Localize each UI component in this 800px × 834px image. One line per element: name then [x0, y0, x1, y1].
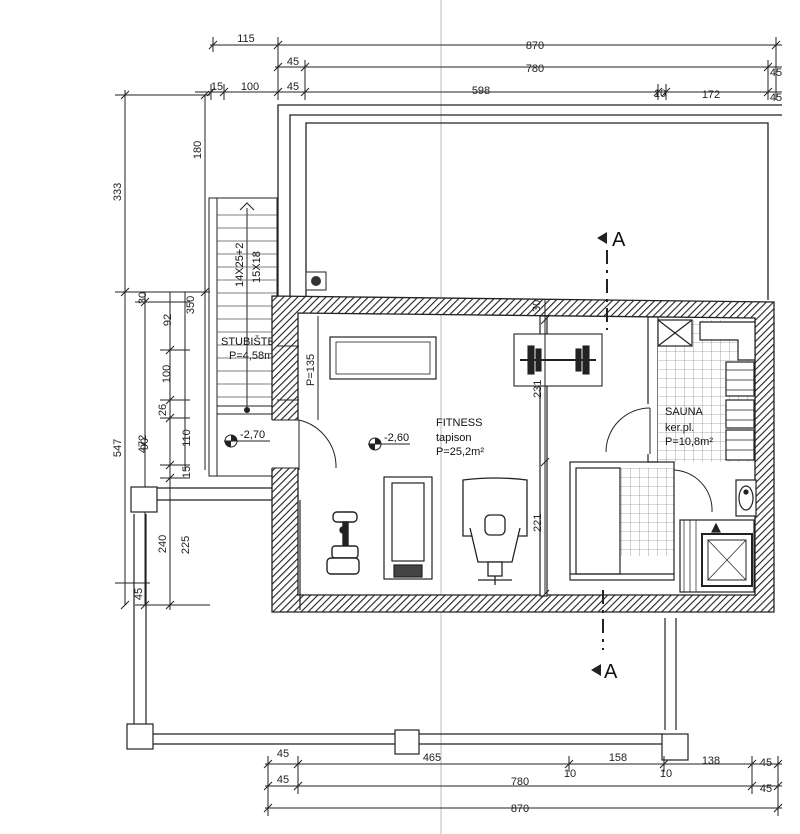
dim-left-350: 350: [185, 296, 197, 314]
dim-top-780: 780: [526, 63, 544, 75]
stair-steps-2: 15X18: [251, 251, 263, 283]
dim-inner-221: 221: [532, 514, 544, 532]
dim-left-90: 90: [139, 438, 151, 450]
basement-walls: [271, 295, 775, 613]
stair-steps-1: 14X25+2: [234, 243, 246, 287]
left-dimension-lines: [115, 90, 210, 610]
stair-level-marker: [224, 434, 270, 448]
fitness-room-name: FITNESS: [436, 417, 482, 429]
dim-top-45d: 45: [770, 92, 782, 104]
dim-top-172: 172: [702, 89, 720, 101]
inner-dimension-lines: [317, 300, 550, 599]
dim-bottom-10b: 10: [660, 768, 672, 780]
stair-level: -2,70: [240, 429, 265, 441]
doors: [298, 407, 713, 513]
stair-landing: [277, 345, 299, 401]
dim-bottom-870: 870: [511, 803, 529, 815]
dim-left-180: 180: [192, 141, 204, 159]
dim-left-240: 240: [157, 535, 169, 553]
dim-left-100: 100: [161, 365, 173, 383]
dim-inner-30: 30: [531, 300, 543, 312]
bottom-dimension-lines: [263, 756, 783, 816]
dim-inner-231: 231: [532, 380, 544, 398]
dim-bottom-138: 138: [702, 755, 720, 767]
dim-top-15: 15: [211, 81, 223, 93]
stair-room-area: P=4,58m²: [229, 350, 277, 362]
dim-inner-p135: P=135: [305, 354, 317, 386]
bench-equipment: [329, 336, 437, 380]
dim-left-26: 26: [157, 404, 169, 416]
chimney-duct: [305, 271, 327, 291]
weight-chair-equipment: [462, 477, 528, 585]
dim-top-598: 598: [472, 85, 490, 97]
shower-cabin: [679, 519, 755, 593]
section-line: [602, 250, 608, 650]
dim-top-45c: 45: [287, 81, 299, 93]
dim-bottom-45d: 45: [760, 783, 772, 795]
left-dimension-texts: 333 180 547 350 30 92 472 100 26 90 110 …: [112, 141, 204, 600]
dim-left-333: 333: [112, 183, 124, 201]
dim-left-15: 15: [181, 466, 193, 478]
dim-left-110: 110: [181, 429, 193, 447]
bottom-dimension-texts: 45 465 158 138 45 10 10 45 780 45 870: [277, 748, 772, 815]
fitness-room-area: P=25,2m²: [436, 446, 484, 458]
fitness-room-floor: tapison: [436, 432, 471, 444]
exercise-bike-equipment: [326, 511, 360, 575]
barbell-equipment: [513, 333, 603, 387]
staircase: [208, 197, 278, 477]
treadmill-equipment: [383, 476, 433, 580]
terrace-outline: [277, 104, 782, 300]
dim-left-30: 30: [137, 292, 149, 304]
stair-room-name: STUBIŠTE: [221, 335, 275, 348]
dim-bottom-158: 158: [609, 752, 627, 764]
sauna-cabin: [569, 461, 675, 581]
dim-bottom-45b: 45: [760, 757, 772, 769]
dim-top-45a: 45: [287, 56, 299, 68]
fitness-level-marker: [368, 437, 410, 451]
section-arrows: [591, 232, 607, 676]
dim-bottom-45a: 45: [277, 748, 289, 760]
fitness-level: -2,60: [384, 432, 409, 444]
dim-bottom-45c: 45: [277, 774, 289, 786]
dim-top-100: 100: [241, 81, 259, 93]
dim-left-472: 472: [137, 435, 149, 453]
dim-bottom-10a: 10: [564, 768, 576, 780]
sauna-room-area: P=10,8m²: [665, 436, 713, 448]
section-mark-top: A: [612, 229, 626, 251]
dim-left-225: 225: [180, 536, 192, 554]
dim-left-92: 92: [162, 314, 174, 326]
dim-top-870: 870: [526, 40, 544, 52]
dim-left-547: 547: [112, 439, 124, 457]
pergola: [126, 486, 689, 761]
sauna-benches: [657, 319, 756, 461]
dim-top-115: 115: [237, 33, 255, 45]
dim-left-45: 45: [133, 588, 145, 600]
top-dimension-texts: 115 870 45 780 45 15 100 45 598 10 172 4…: [211, 33, 782, 104]
washbasin: [735, 479, 757, 517]
sauna-room-name: SAUNA: [665, 406, 704, 418]
dim-bottom-780: 780: [511, 776, 529, 788]
sauna-room-floor: ker.pl.: [665, 422, 694, 434]
section-mark-bottom: A: [604, 661, 618, 683]
dim-top-45b: 45: [770, 67, 782, 79]
dim-top-10: 10: [654, 88, 666, 100]
top-dimension-lines: [195, 37, 782, 100]
dim-bottom-465: 465: [423, 752, 441, 764]
